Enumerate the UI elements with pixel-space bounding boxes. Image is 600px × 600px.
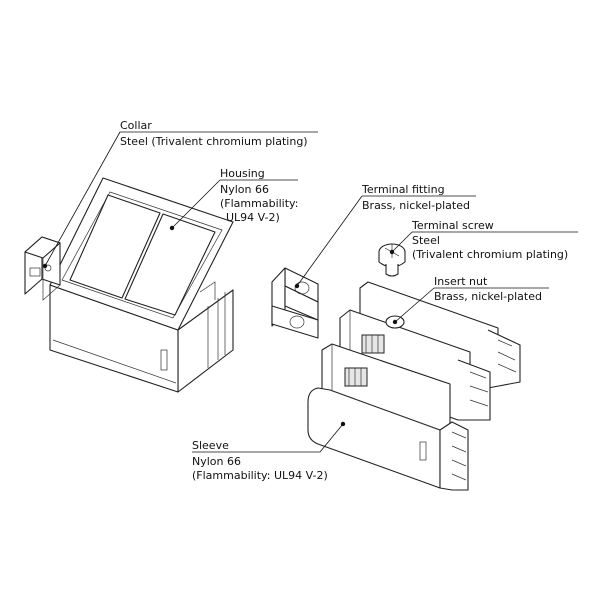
- terminal-screw-material-label: Steel: [412, 234, 440, 247]
- terminal-fitting-label: Terminal fitting: [361, 183, 445, 196]
- sleeve-part: [307, 387, 469, 491]
- housing-flammability-label-1: (Flammability:: [220, 197, 298, 210]
- insert-nut-part: [321, 281, 521, 447]
- housing-flammability-label-2: UL94 V-2): [226, 211, 280, 224]
- housing-label: Housing: [220, 167, 265, 180]
- sleeve-label: Sleeve: [192, 439, 229, 452]
- terminal-fitting-material-label: Brass, nickel-plated: [362, 199, 470, 212]
- insert-nut-material-label: Brass, nickel-plated: [434, 290, 542, 303]
- collar-material-label: Steel (Trivalent chromium plating): [120, 135, 308, 148]
- terminal-screw-label: Terminal screw: [411, 219, 494, 232]
- housing-part: [49, 177, 234, 393]
- terminal-fitting-part: [271, 267, 319, 339]
- terminal-screw-plating-label: (Trivalent chromium plating): [412, 248, 568, 261]
- housing-material-label: Nylon 66: [220, 183, 269, 196]
- insert-nut-label: Insert nut: [434, 275, 488, 288]
- leader-lines: [42, 131, 578, 453]
- terminal-screw-part: [378, 243, 406, 277]
- collar-label: Collar: [120, 119, 152, 132]
- sleeve-material-label: Nylon 66: [192, 455, 241, 468]
- sleeve-flammability-label: (Flammability: UL94 V-2): [192, 469, 328, 482]
